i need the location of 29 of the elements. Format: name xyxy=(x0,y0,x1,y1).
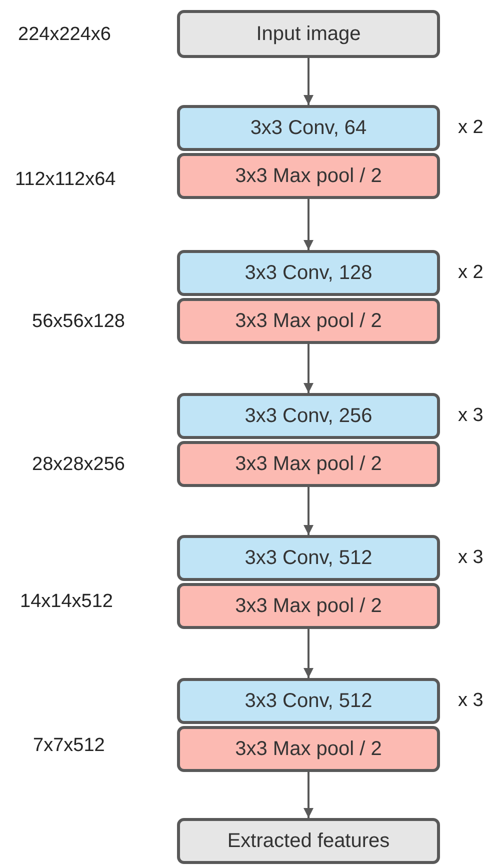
conv-layer-box: 3x3 Conv, 512 xyxy=(177,535,440,581)
pool-layer-box: 3x3 Max pool / 2 xyxy=(177,298,440,344)
arrow xyxy=(304,487,314,535)
pool-layer-box: 3x3 Max pool / 2 xyxy=(177,583,440,629)
arrow xyxy=(304,344,314,393)
pool-layer-box: 3x3 Max pool / 2 xyxy=(177,726,440,772)
arrow xyxy=(304,772,314,818)
output-size-label: 112x112x64 xyxy=(15,169,116,191)
repeat-count: x 2 xyxy=(458,262,484,284)
output-size-label: 56x56x128 xyxy=(32,311,125,333)
arrow xyxy=(304,58,314,105)
process-box: Input image xyxy=(177,10,440,58)
arrow xyxy=(304,629,314,678)
arrow xyxy=(304,199,314,250)
repeat-count: x 3 xyxy=(458,405,484,427)
process-box: Extracted features xyxy=(177,818,440,864)
pool-layer-box: 3x3 Max pool / 2 xyxy=(177,441,440,487)
conv-layer-box: 3x3 Conv, 64 xyxy=(177,105,440,151)
output-size-label: 224x224x6 xyxy=(18,24,111,46)
pool-layer-box: 3x3 Max pool / 2 xyxy=(177,153,440,199)
output-size-label: 14x14x512 xyxy=(20,591,113,613)
conv-layer-box: 3x3 Conv, 512 xyxy=(177,678,440,724)
conv-layer-box: 3x3 Conv, 128 xyxy=(177,250,440,296)
output-size-label: 28x28x256 xyxy=(32,454,125,476)
repeat-count: x 3 xyxy=(458,690,484,712)
repeat-count: x 3 xyxy=(458,547,484,569)
conv-layer-box: 3x3 Conv, 256 xyxy=(177,393,440,439)
repeat-count: x 2 xyxy=(458,117,484,139)
output-size-label: 7x7x512 xyxy=(33,735,105,757)
